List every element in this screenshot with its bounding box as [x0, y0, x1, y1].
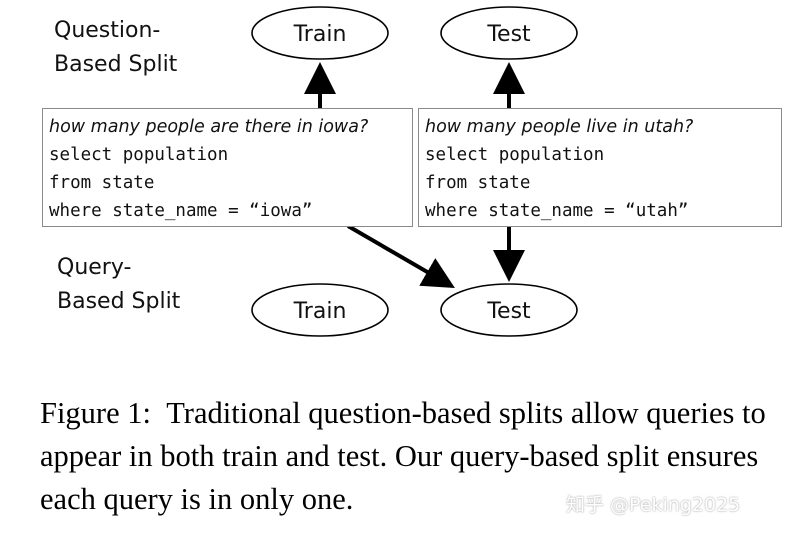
sql-line: where state_name = “utah”: [425, 201, 689, 221]
diagram-canvas: Train Test Train Test: [251, 6, 578, 337]
query-split-label: Query- Based Split: [57, 251, 180, 319]
bottom-test-node: [440, 283, 578, 337]
question-split-label: Question- Based Split: [54, 14, 177, 82]
top-train-node: [251, 6, 389, 60]
bottom-test-label: Test: [486, 299, 531, 324]
bottom-train-node: [251, 283, 389, 337]
sql-line: where state_name = “iowa”: [49, 201, 313, 221]
watermark: 知乎 @Peking2025: [566, 494, 741, 516]
caption-label: Figure 1:: [40, 396, 151, 430]
top-test-node: [440, 6, 578, 60]
query-split-line2: Based Split: [57, 289, 181, 314]
bottom-train-label: Train: [293, 299, 347, 324]
top-test-label: Test: [486, 22, 531, 47]
sql-line: select population: [49, 145, 229, 165]
example-box-utah: how many people live in utah? select pop…: [418, 108, 782, 227]
sql-line: from state: [49, 173, 155, 193]
query-split-line1: Query-: [57, 255, 132, 280]
sql-line: select population: [425, 145, 605, 165]
example-question: how many people are there in iowa?: [49, 117, 369, 137]
question-split-line2: Based Split: [54, 52, 178, 77]
caption-text: Traditional question-based splits allow …: [40, 396, 766, 516]
figure-caption: Figure 1: Traditional question-based spl…: [40, 392, 770, 521]
arrow-query-iowa-to-test: [346, 224, 455, 289]
example-question: how many people live in utah?: [425, 117, 694, 137]
question-split-line1: Question-: [54, 18, 161, 43]
top-train-label: Train: [293, 22, 347, 47]
example-box-iowa: how many people are there in iowa? selec…: [42, 108, 413, 227]
sql-line: from state: [425, 173, 531, 193]
